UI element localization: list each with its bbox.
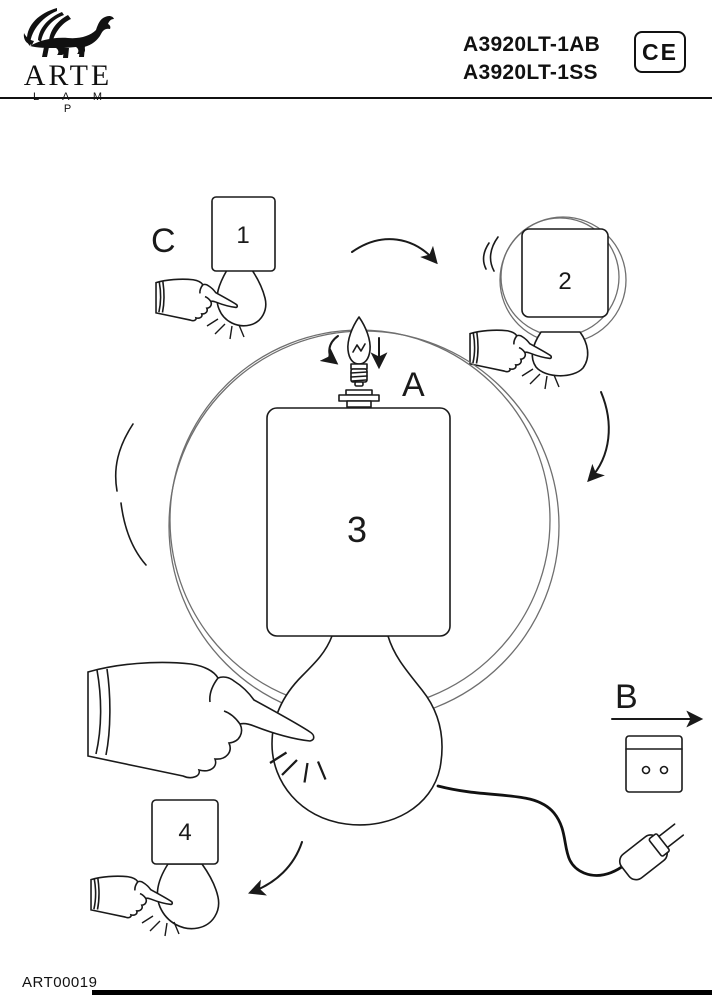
griffin-logo-icon [23,8,114,58]
wall-socket-icon [625,735,683,793]
part-4-number: 4 [178,819,191,846]
lamp-base-4 [156,863,220,930]
curved-arrow-icon [248,841,303,896]
lampshade-4 [151,799,219,865]
lamp-assembly: 3 A [87,316,628,877]
part-1-number: 1 [236,222,249,249]
part-2-number: 2 [558,268,571,295]
step-b: B [611,678,704,881]
vibration-arcs-icon [114,423,147,566]
model-number-2: A3920LT-1SS [463,61,598,84]
vibration-arcs-icon [482,236,499,272]
step-b-label: B [615,678,638,716]
curved-arrow-icon [351,238,438,265]
step-2: 2 [469,216,627,390]
curved-arrow-icon [587,391,610,483]
ce-mark-badge: CE [634,31,686,73]
lampshade-1 [211,196,276,272]
lamp-holder [338,389,380,408]
header-divider [0,97,712,99]
step-4: 4 [90,799,220,937]
rotate-arrow-icon [319,335,339,365]
model-numbers: A3920LT-1AB A3920LT-1SS [463,31,600,87]
doc-code: ART00019 [22,974,98,991]
part-3-number: 3 [347,509,367,550]
lampshade-2 [521,228,609,318]
bulb-icon [347,316,371,387]
lamp-base [271,635,443,826]
step-c-label: C [151,222,176,260]
power-plug-icon [618,823,685,881]
power-cord [436,784,628,877]
step-a-label: A [402,366,425,404]
brand-name: ARTE [23,59,113,92]
model-number-1: A3920LT-1AB [463,33,601,56]
lampshade-3 [266,407,451,637]
footer-bar [92,990,712,995]
ce-mark-label: CE [642,38,678,65]
step-c: C 1 [151,196,276,340]
